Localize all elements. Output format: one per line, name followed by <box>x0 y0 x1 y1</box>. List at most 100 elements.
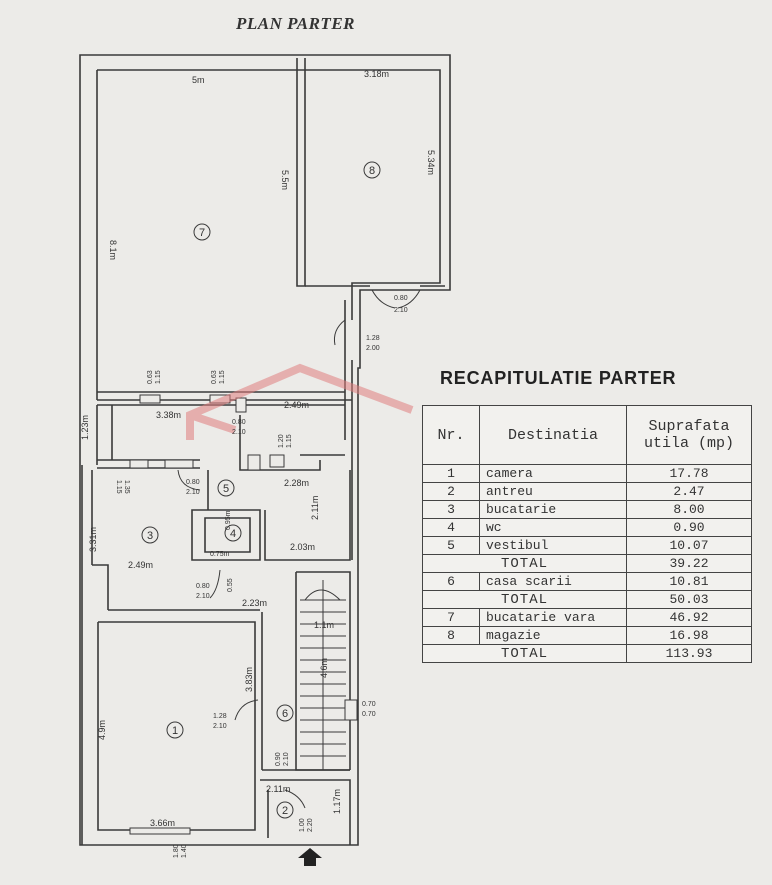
dim-label: 1.80 <box>173 844 180 858</box>
dim-label: 4.6m <box>319 658 329 678</box>
total-label: TOTAL <box>422 554 627 573</box>
total-area: 39.22 <box>626 554 752 573</box>
room-number: 8 <box>369 165 375 177</box>
dim-label: 1.17m <box>332 789 342 814</box>
dim-label: 1.00 <box>299 818 306 832</box>
dim-label: 0.70 <box>362 701 376 708</box>
room-nr: 6 <box>422 572 480 591</box>
room-number: 4 <box>230 528 236 540</box>
dim-label: 2.11m <box>310 496 320 520</box>
inner-wall <box>97 69 441 320</box>
dim-label: 2.49m <box>128 560 153 570</box>
dim-label: 0.80 <box>394 295 408 302</box>
wall-r1 <box>81 610 256 845</box>
dim-label: 2.10 <box>283 752 290 766</box>
dim-label: 2.10 <box>213 723 227 730</box>
room-nr: 2 <box>422 482 480 501</box>
room-nr: 3 <box>422 500 480 519</box>
dim-label: 1.15 <box>219 370 226 384</box>
room-nr: 5 <box>422 536 480 555</box>
wc-box <box>191 509 261 561</box>
dim-label: 0.63 <box>211 370 218 384</box>
room-area: 10.81 <box>626 572 752 591</box>
dim-label: 1.40 <box>181 844 188 858</box>
door-swing-vest <box>177 469 201 491</box>
wall-vest <box>96 405 200 469</box>
recap-header-row: Nr. Destinatia Suprafata utila (mp) <box>422 405 752 465</box>
watermark-logo <box>186 363 414 440</box>
room-area: 0.90 <box>626 518 752 537</box>
dim-label: 0.63 <box>147 370 154 384</box>
dim-label: 2.10 <box>232 429 246 436</box>
dim-label: 2.20 <box>307 818 314 832</box>
door-swing-ki <box>209 569 221 599</box>
dim-label: 3.31m <box>88 527 98 552</box>
dim-label: 2.10 <box>186 489 200 496</box>
room-name: casa scarii <box>479 572 627 591</box>
dim-label: 2.03m <box>290 542 315 552</box>
dim-label: 2.23m <box>242 598 267 608</box>
room-name: bucatarie <box>479 500 627 519</box>
room-number: 2 <box>282 805 288 817</box>
total-area: 50.03 <box>626 590 752 609</box>
room-area: 46.92 <box>626 608 752 627</box>
room-nr: 4 <box>422 518 480 537</box>
dim-label: 2.10 <box>196 593 210 600</box>
room-name: wc <box>479 518 627 537</box>
dim-label: 0.75m <box>210 551 230 558</box>
dim-label: 1.15 <box>115 480 122 494</box>
dim-label: 2.49m <box>284 400 309 410</box>
room-name: bucatarie vara <box>479 608 627 627</box>
room-area: 2.47 <box>626 482 752 501</box>
dim-label: 1.15 <box>155 370 162 384</box>
wall-r1-right <box>261 612 350 771</box>
door-swing-r8 <box>371 289 421 309</box>
dim-label: 0.55 <box>227 578 234 592</box>
dim-label: 1.35 <box>123 480 130 494</box>
dim-label: 0.95m <box>225 510 232 530</box>
dim-label: 1.20 <box>278 434 285 448</box>
room-area: 8.00 <box>626 500 752 519</box>
room-number: 1 <box>172 725 178 737</box>
recap-title: RECAPITULATIE PARTER <box>440 368 677 388</box>
dim-label: 2.10 <box>394 307 408 314</box>
room-number: 5 <box>223 483 229 495</box>
dim-label: 0.80 <box>196 583 210 590</box>
outer-wall <box>79 54 451 846</box>
wall-vest-inner <box>207 415 345 510</box>
dim-label: 1.23m <box>80 415 90 440</box>
dim-label: 1.28 <box>213 713 227 720</box>
wall-r2 <box>260 779 351 845</box>
room-name: antreu <box>479 482 627 501</box>
room-number: 6 <box>282 708 288 720</box>
dim-label: 2.11m <box>266 784 290 794</box>
dim-label: 0.80 <box>232 419 246 426</box>
wall-corr <box>344 300 353 560</box>
wall-kitchen-right <box>264 470 351 561</box>
room-name: vestibul <box>479 536 627 555</box>
room-nr: 1 <box>422 464 480 483</box>
room-number: 7 <box>199 227 205 239</box>
dim-label: 1.1m <box>314 620 334 630</box>
dim-label: 3.66m <box>150 818 175 828</box>
dim-label: 2.28m <box>284 478 309 488</box>
header-nr: Nr. <box>422 405 480 465</box>
room-nr: 7 <box>422 608 480 627</box>
total-area: 113.93 <box>626 644 752 663</box>
room-name: magazie <box>479 626 627 645</box>
dim-label: 4.9m <box>97 720 107 740</box>
header-suprafata: Suprafata utila (mp) <box>626 405 752 465</box>
entrance-arrow-icon <box>298 848 322 866</box>
plan-title: PLAN PARTER <box>236 14 355 33</box>
